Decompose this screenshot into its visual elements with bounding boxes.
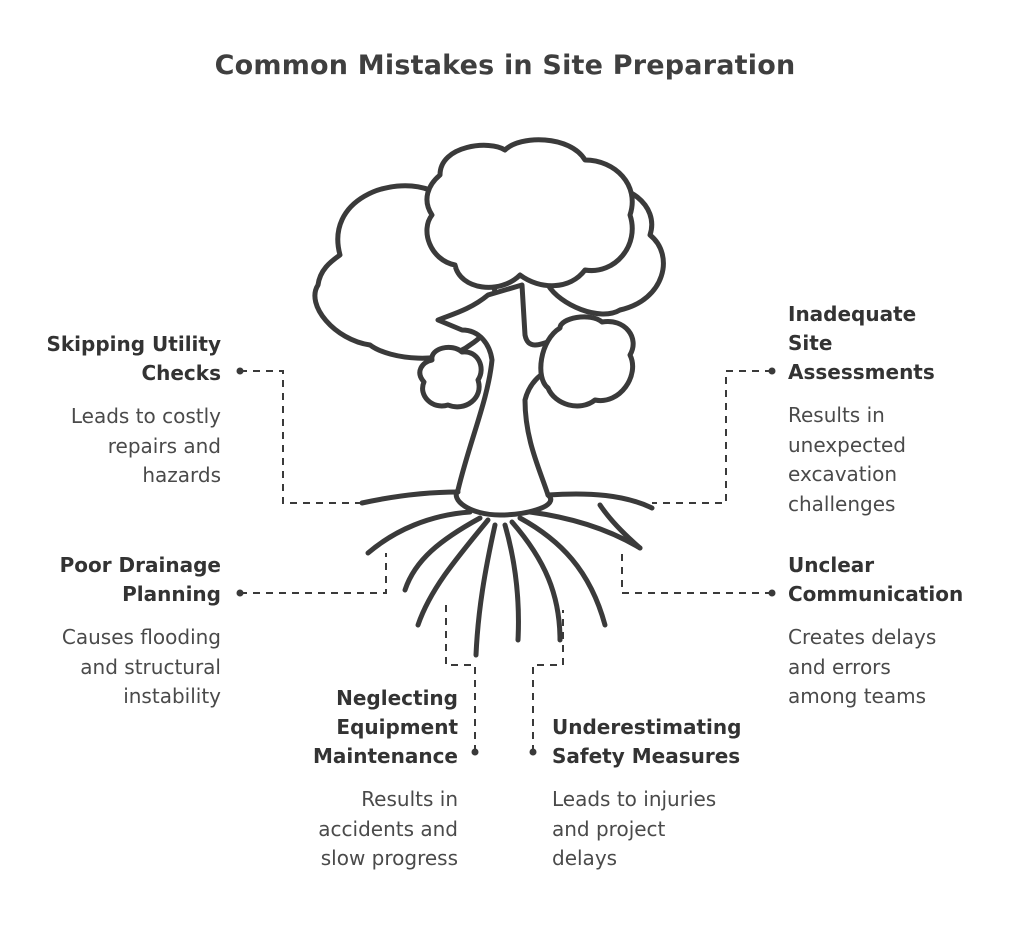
item-description: Results in accidents and slow progress <box>318 787 458 870</box>
root-7 <box>415 517 491 628</box>
item-heading: Poor Drainage Planning <box>59 553 221 606</box>
root-6 <box>517 515 608 628</box>
item-description: Leads to costly repairs and hazards <box>70 404 221 487</box>
root-10 <box>502 522 521 643</box>
item-description: Creates delays and errors among teams <box>788 625 937 708</box>
item-description: Results in unexpected excavation challen… <box>788 403 906 516</box>
connector-poor-drainage <box>240 553 387 594</box>
foliage-small-right <box>538 314 636 409</box>
connector-dot-1 <box>236 367 244 375</box>
item-description: Leads to injuries and project delays <box>552 787 717 870</box>
root-3 <box>365 509 473 556</box>
item-neglecting-equipment-maintenance: Neglecting Equipment Maintenance Results… <box>313 684 458 874</box>
connector-neglecting-equipment <box>445 600 476 752</box>
root-11 <box>597 502 643 551</box>
item-skipping-utility-checks: Skipping Utility Checks Leads to costly … <box>46 330 221 491</box>
connector-skipping-utility <box>240 370 362 504</box>
connector-unclear-communication <box>621 553 772 594</box>
item-inadequate-site-assessments: Inadequate Site Assessments Results in u… <box>788 300 935 519</box>
root-8 <box>509 519 563 643</box>
connector-dot-6 <box>529 748 537 756</box>
foliage-top <box>424 137 635 290</box>
item-heading: Neglecting Equipment Maintenance <box>312 686 458 768</box>
root-2 <box>545 491 655 511</box>
connector-inadequate-site <box>652 370 772 504</box>
root-5 <box>402 515 483 593</box>
connector-underestimating-safety <box>532 610 564 752</box>
item-description: Causes flooding and structural instabili… <box>61 625 221 708</box>
item-heading: Skipping Utility Checks <box>46 332 221 385</box>
connector-dot-4 <box>768 589 776 597</box>
item-heading: Inadequate Site Assessments <box>788 302 935 384</box>
item-heading: Underestimating Safety Measures <box>552 715 742 768</box>
foliage-small-left <box>417 344 484 410</box>
item-poor-drainage-planning: Poor Drainage Planning Causes flooding a… <box>60 551 221 712</box>
item-unclear-communication: Unclear Communication Creates delays and… <box>788 551 963 712</box>
root-9 <box>473 522 498 658</box>
item-underestimating-safety-measures: Underestimating Safety Measures Leads to… <box>552 713 741 874</box>
item-heading: Unclear Communication <box>788 553 964 606</box>
root-1 <box>359 489 461 506</box>
connector-dot-3 <box>236 589 244 597</box>
connector-dot-5 <box>471 748 479 756</box>
diagram-title: Common Mistakes in Site Preparation <box>214 50 796 81</box>
connector-dot-2 <box>768 367 776 375</box>
